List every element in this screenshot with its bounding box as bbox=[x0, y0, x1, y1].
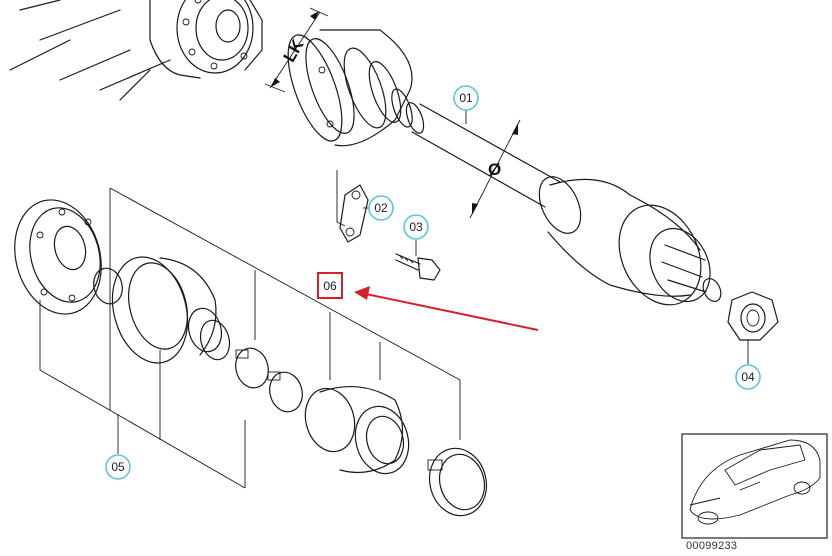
vehicle-thumbnail bbox=[681, 433, 828, 539]
callout-03[interactable]: 03 bbox=[403, 214, 429, 240]
catalog-number: 00099233 bbox=[686, 540, 738, 552]
callout-02[interactable]: 02 bbox=[368, 195, 394, 221]
callout-06-highlight[interactable] bbox=[317, 272, 343, 299]
boot-clamps bbox=[235, 347, 303, 413]
svg-text:01: 01 bbox=[459, 91, 473, 105]
axle-shaft bbox=[411, 103, 561, 208]
leader-lines bbox=[117, 110, 749, 454]
axle-boot-outer bbox=[304, 386, 410, 475]
diameter-label: Ø bbox=[488, 160, 501, 179]
differential-housing bbox=[9, 0, 263, 101]
lk-label: LK bbox=[280, 36, 308, 66]
outer-cv-joint bbox=[538, 176, 722, 306]
svg-text:02: 02 bbox=[374, 201, 388, 215]
diameter-dimension: Ø bbox=[469, 119, 521, 219]
callout-05[interactable]: 05 bbox=[105, 454, 131, 480]
svg-text:03: 03 bbox=[409, 220, 423, 234]
highlight-arrow bbox=[354, 286, 539, 331]
hex-nut bbox=[727, 291, 779, 341]
inner-cv-joint bbox=[287, 29, 425, 147]
lock-plate bbox=[336, 170, 369, 243]
repair-kit-bracket bbox=[39, 187, 461, 489]
hex-bolt bbox=[395, 253, 441, 281]
svg-text:05: 05 bbox=[111, 460, 125, 474]
large-boot-clamp bbox=[427, 447, 488, 517]
axle-boot-inner bbox=[111, 256, 231, 364]
joint-flange bbox=[14, 199, 102, 315]
callout-04[interactable]: 04 bbox=[735, 364, 761, 390]
callout-01[interactable]: 01 bbox=[453, 85, 479, 111]
callout-06-label[interactable]: 06 bbox=[323, 278, 337, 293]
svg-text:04: 04 bbox=[741, 370, 755, 384]
